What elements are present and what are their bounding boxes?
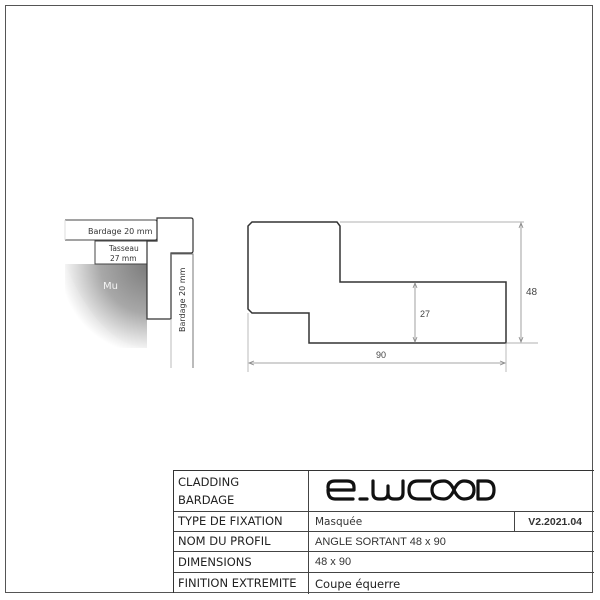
- category-label-line2: BARDAGE: [178, 493, 235, 507]
- dimensions-value: 48 x 90: [315, 556, 352, 568]
- title-row-finish: FINITION EXTREMITE Coupe équerre: [174, 573, 594, 594]
- finish-label: FINITION EXTREMITE: [174, 573, 309, 594]
- category-label: CLADDING BARDAGE: [174, 471, 309, 511]
- profile-section: 48 27 90: [247, 221, 538, 372]
- side-board: [171, 253, 194, 368]
- ewood-logo: e.WOOD: [326, 479, 496, 501]
- title-row-category: CLADDING BARDAGE e.WOOD: [174, 471, 594, 512]
- title-row-dimensions: DIMENSIONS 48 x 90: [174, 552, 594, 573]
- fixation-value: Masquée: [315, 515, 363, 528]
- category-label-line1: CLADDING: [178, 475, 240, 489]
- side-board-label: Bardage 20 mm: [178, 267, 187, 332]
- wall-label: Mu: [103, 281, 118, 292]
- dimension-step: 27: [412, 281, 430, 344]
- title-block: CLADDING BARDAGE e.WOOD: [173, 470, 594, 594]
- profile-name-label: NOM DU PROFIL: [174, 532, 309, 551]
- drawing-sheet-border: [5, 5, 593, 593]
- profile-outline: [247, 221, 507, 344]
- dimension-height: 48: [518, 221, 538, 344]
- detail-sketch: Mu Bardage 20 mm Tasseau 27 mm Bardage 2…: [64, 217, 194, 368]
- profile-name-value: ANGLE SORTANT 48 x 90: [315, 535, 446, 548]
- logo-cell: e.WOOD: [309, 471, 594, 511]
- version-badge: V2.2021.04: [514, 512, 594, 531]
- dimensions-label: DIMENSIONS: [174, 552, 309, 572]
- dimension-height-label: 48: [526, 287, 538, 298]
- title-row-fixation: TYPE DE FIXATION Masquée V2.2021.04: [174, 512, 594, 532]
- finish-value: Coupe équerre: [315, 576, 401, 591]
- dimension-step-label: 27: [420, 309, 430, 319]
- top-board-label: Bardage 20 mm: [88, 227, 153, 236]
- dimension-width: 90: [247, 350, 507, 366]
- dimension-width-label: 90: [376, 350, 386, 360]
- fixation-label: TYPE DE FIXATION: [174, 512, 309, 531]
- corner-angle-profile: [146, 217, 194, 320]
- batten-label-line1: Tasseau: [108, 244, 139, 253]
- title-row-profile-name: NOM DU PROFIL ANGLE SORTANT 48 x 90: [174, 532, 594, 552]
- batten-label-line2: 27 mm: [110, 254, 137, 263]
